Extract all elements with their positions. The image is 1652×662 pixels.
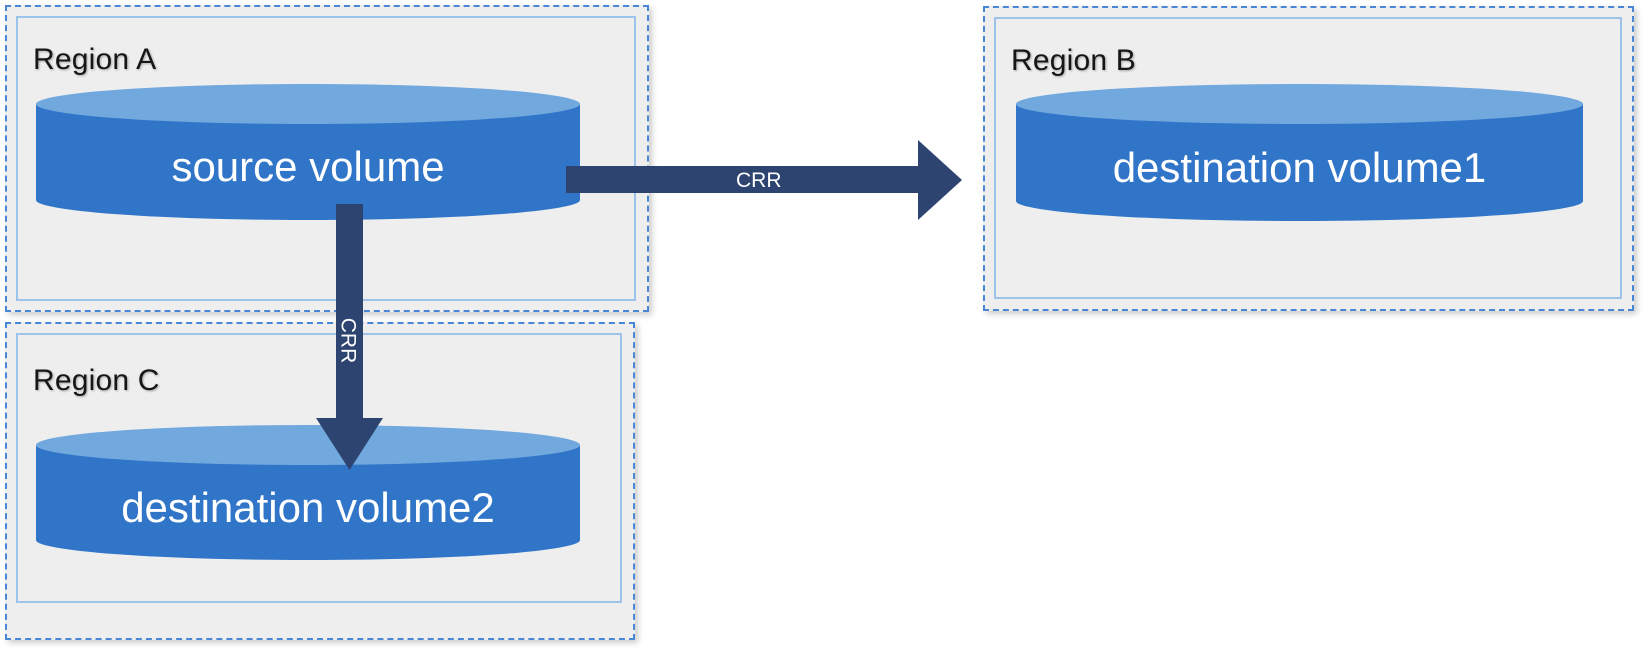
destination-volume1-cylinder[interactable]: destination volume1 (1016, 84, 1583, 221)
cylinder-bottom-ellipse (1016, 181, 1583, 221)
region-c-container[interactable]: Region C destination volume2 (5, 322, 635, 640)
region-b-inner-border (994, 17, 1622, 299)
cylinder-bottom-ellipse (36, 520, 580, 560)
arrow-shape (316, 204, 383, 470)
region-b-label: Region B (1011, 44, 1137, 77)
cylinder-top-ellipse (1016, 84, 1583, 124)
crr-arrow-a-to-b-label: CRR (736, 169, 782, 192)
crr-arrow-a-to-c-label: CRR (336, 317, 360, 364)
arrow-shape (566, 140, 962, 220)
crr-arrow-a-to-b[interactable] (566, 130, 966, 230)
destination-volume2-label: destination volume2 (121, 484, 495, 531)
region-c-label: Region C (33, 364, 160, 397)
region-b-container[interactable]: Region B destination volume1 (983, 6, 1634, 311)
source-volume-label: source volume (171, 143, 445, 190)
region-a-inner-border (16, 16, 636, 301)
cylinder-top-ellipse (36, 425, 580, 465)
crr-arrow-a-to-c[interactable] (303, 204, 403, 476)
destination-volume1-label: destination volume1 (1112, 144, 1487, 191)
region-a-container[interactable]: Region A source volume (5, 5, 649, 312)
region-a-label: Region A (33, 43, 157, 76)
source-volume-cylinder[interactable]: source volume (36, 84, 580, 220)
destination-volume2-cylinder[interactable]: destination volume2 (36, 425, 580, 560)
cylinder-top-ellipse (36, 84, 580, 124)
cylinder-bottom-ellipse (36, 180, 580, 220)
region-c-inner-border (16, 333, 622, 603)
